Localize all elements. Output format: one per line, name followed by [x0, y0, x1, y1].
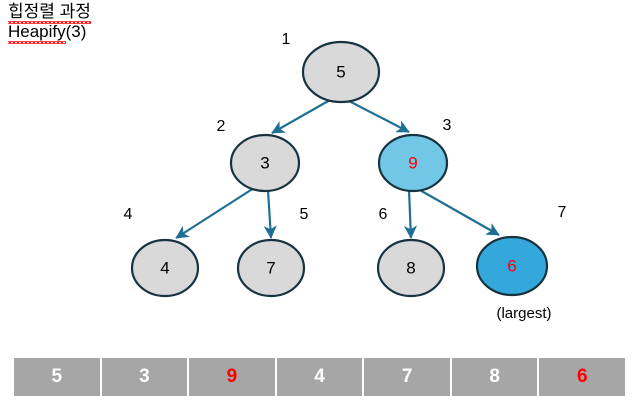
array-cell-7[interactable]: 6: [539, 358, 626, 396]
tree-edge-2-to-5: [263, 189, 277, 239]
node-index-label-3: 3: [443, 117, 452, 134]
node-value-4: 4: [160, 258, 169, 277]
node-value-7: 6: [507, 256, 516, 275]
array-cell-5[interactable]: 7: [364, 358, 450, 396]
tree-node-6[interactable]: 68: [376, 206, 446, 298]
node-shape-2[interactable]: [229, 133, 301, 193]
node-value-5: 7: [266, 258, 275, 277]
node-index-label-1: 1: [282, 31, 291, 48]
array-cell-1[interactable]: 5: [14, 358, 100, 396]
title-block: 힙정렬 과정 Heapify(3): [8, 2, 91, 45]
tree-edge-3-to-6: [403, 189, 418, 239]
tree-edge-2-to-4: [175, 187, 255, 239]
array-cell-3[interactable]: 9: [189, 358, 275, 396]
tree-node-1[interactable]: 15: [282, 31, 381, 104]
tree-node-4[interactable]: 44: [124, 206, 200, 298]
heapify-arg: (3): [65, 22, 87, 42]
tree-edges: [175, 99, 500, 239]
node-index-label-6: 6: [379, 206, 388, 223]
node-value-1: 5: [336, 62, 345, 81]
node-index-label-7: 7: [558, 204, 567, 221]
tree-node-7[interactable]: 7 6 (largest): [475, 204, 567, 322]
node-shape-7[interactable]: [475, 235, 549, 297]
tree-edge-3-to-7: [417, 188, 500, 236]
array-cell-6[interactable]: 8: [451, 358, 538, 396]
node-shape-3[interactable]: [377, 133, 449, 193]
tree-node-2[interactable]: 23: [217, 118, 301, 193]
node-shape-5[interactable]: [236, 238, 306, 298]
node-value-2: 3: [260, 153, 269, 172]
tree-node-5[interactable]: 57: [236, 206, 309, 298]
node-value-6: 8: [406, 258, 415, 277]
array-cell-4[interactable]: 4: [276, 358, 363, 396]
node-caption-7: (largest): [496, 305, 551, 322]
node-shape-6[interactable]: [376, 238, 446, 298]
heapify-label: Heapify: [8, 22, 66, 45]
node-index-label-5: 5: [300, 206, 309, 223]
array-cell-2[interactable]: 3: [101, 358, 188, 396]
node-shape-4[interactable]: [130, 238, 200, 298]
tree-node-3[interactable]: 39: [377, 117, 452, 193]
node-shape-1[interactable]: [301, 40, 381, 104]
node-index-label-2: 2: [217, 118, 226, 135]
node-index-label-4: 4: [124, 206, 133, 223]
title-line-heapify: Heapify(3): [8, 22, 91, 45]
title-line-korean: 힙정렬 과정: [8, 2, 91, 25]
node-value-3: 9: [408, 153, 417, 172]
tree-edge-1-to-2: [271, 99, 331, 134]
title-korean-text: 힙정렬 과정: [8, 2, 91, 25]
tree-edge-1-to-3: [346, 99, 410, 133]
